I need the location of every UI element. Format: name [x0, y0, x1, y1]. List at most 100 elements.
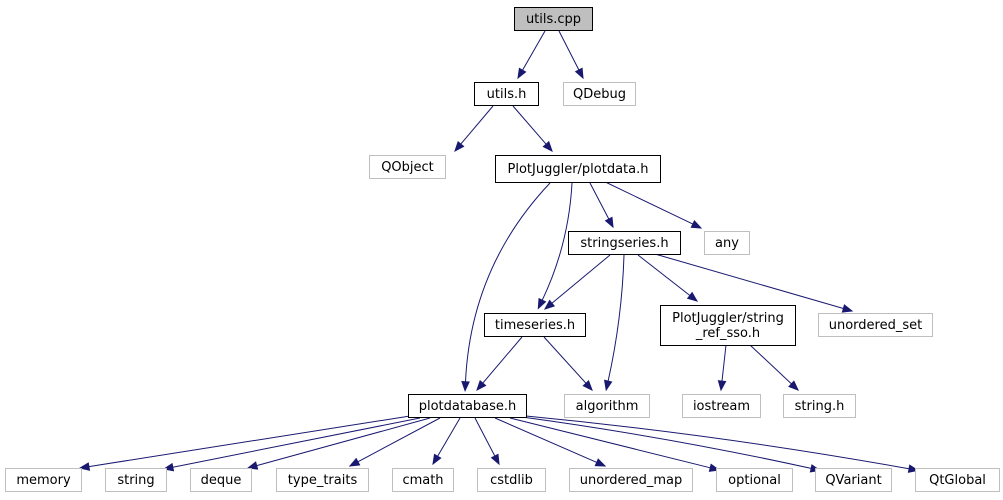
node-box [5, 468, 82, 492]
node-label: unordered_set [829, 318, 922, 333]
node-qobject[interactable]: QObject [369, 155, 446, 179]
edge-plotdatabase_h-to-cmath [432, 417, 461, 466]
edge-utils_cpp-to-utils_h [517, 30, 546, 80]
node-label: utils.cpp [526, 12, 581, 27]
node-label: QVariant [825, 473, 881, 488]
node-string-ref-sso-h[interactable]: PlotJuggler/string_ref_sso.h [660, 305, 796, 346]
node-label: type_traits [288, 473, 358, 488]
node-string-h[interactable]: string.h [783, 394, 856, 418]
node-utils-cpp[interactable]: utils.cpp [514, 7, 593, 31]
edge-line [541, 182, 573, 301]
node-label: timeseries.h [495, 318, 575, 333]
arrowhead-icon [594, 458, 607, 467]
node-optional[interactable]: optional [716, 468, 793, 492]
node-type-traits[interactable]: type_traits [276, 468, 369, 492]
edge-plotdatabase_h-to-cstdlib [474, 417, 500, 466]
node-box [105, 468, 167, 492]
edge-stringseries_h-to-unordered_set [654, 253, 854, 313]
node-box [392, 468, 454, 492]
node-cstdlib[interactable]: cstdlib [477, 468, 546, 492]
node-box [564, 394, 650, 418]
node-label: PlotJuggler/plotdata.h [508, 162, 649, 177]
edge-timeseries_h-to-plotdatabase_h [476, 336, 523, 392]
node-stringseries-h[interactable]: stringseries.h [568, 231, 681, 255]
edge-plotdatabase_h-to-unordered_map [494, 417, 607, 467]
node-label: iostream [693, 399, 750, 414]
arrowhead-icon [582, 380, 593, 392]
edge-timeseries_h-to-algorithm [543, 336, 593, 392]
node-label: plotdatabase.h [419, 399, 517, 414]
node-label: string [117, 473, 154, 488]
node-box [484, 313, 586, 337]
node-box [569, 468, 693, 492]
node-box [660, 305, 796, 346]
node-any[interactable]: any [704, 231, 750, 255]
node-label: cstdlib [490, 473, 533, 488]
node-deque[interactable]: deque [190, 468, 252, 492]
edge-utils_h-to-qobject [454, 105, 494, 153]
edge-line [525, 415, 910, 470]
edge-line [522, 30, 546, 71]
edge-line [357, 417, 441, 463]
edge-line [749, 344, 792, 385]
node-box [477, 468, 546, 492]
node-timeseries-h[interactable]: timeseries.h [484, 313, 586, 337]
edge-line [256, 417, 431, 467]
edge-line [509, 417, 711, 469]
node-iostream[interactable]: iostream [682, 394, 761, 418]
node-label: deque [201, 473, 242, 488]
arrowhead-icon [517, 67, 527, 80]
node-box [495, 155, 661, 183]
arrowhead-icon [542, 140, 553, 153]
node-box [704, 231, 750, 255]
node-box [190, 468, 252, 492]
edge-stringseries_h-to-algorithm [603, 254, 625, 392]
node-qdebug[interactable]: QDebug [563, 82, 636, 106]
edge-plotdatabase_h-to-memory [78, 415, 411, 471]
node-cmath[interactable]: cmath [392, 468, 454, 492]
arrowhead-icon [690, 220, 703, 229]
node-label: PlotJuggler/string [672, 311, 784, 326]
arrowhead-icon [686, 291, 699, 302]
node-string[interactable]: string [105, 468, 167, 492]
arrowhead-icon [78, 462, 91, 471]
node-label: QDebug [573, 87, 626, 102]
edge-plotdatabase_h-to-qvariant [521, 416, 822, 473]
node-unordered-map[interactable]: unordered_map [569, 468, 693, 492]
node-plotdata-h[interactable]: PlotJuggler/plotdata.h [495, 155, 661, 183]
node-algorithm[interactable]: algorithm [564, 394, 650, 418]
node-label: string.h [795, 399, 845, 414]
node-box [369, 155, 446, 179]
edge-plotdata_h-to-stringseries_h [589, 182, 614, 229]
edge-line [607, 254, 625, 382]
arrowhead-icon [543, 299, 556, 310]
arrowhead-icon [717, 380, 727, 392]
node-label: memory [16, 473, 71, 488]
node-qtglobal[interactable]: QtGlobal [915, 468, 1000, 492]
node-box [818, 313, 933, 337]
node-plotdatabase-h[interactable]: plotdatabase.h [408, 394, 527, 418]
node-label: algorithm [576, 399, 639, 414]
edge-line [465, 182, 551, 382]
node-unordered-set[interactable]: unordered_set [818, 313, 933, 337]
node-box [408, 394, 527, 418]
arrowhead-icon [604, 216, 614, 229]
arrowhead-icon [490, 453, 500, 466]
arrowhead-icon [537, 297, 547, 310]
node-utils-h[interactable]: utils.h [474, 82, 539, 106]
arrowhead-icon [603, 379, 613, 392]
edge-utils_h-to-plotdata_h [512, 105, 553, 153]
edge-layer [78, 30, 920, 473]
edge-line [474, 417, 496, 457]
edge-plotdatabase_h-to-optional [509, 417, 721, 472]
node-memory[interactable]: memory [5, 468, 82, 492]
edge-line [589, 182, 610, 220]
arrowhead-icon [574, 67, 584, 80]
arrowhead-icon [246, 461, 259, 470]
edge-utils_cpp-to-qdebug [558, 30, 584, 80]
edge-plotdatabase_h-to-deque [246, 417, 431, 470]
node-qvariant[interactable]: QVariant [815, 468, 892, 492]
node-box [815, 468, 892, 492]
edge-stringseries_h-to-timeseries_h [543, 254, 611, 310]
